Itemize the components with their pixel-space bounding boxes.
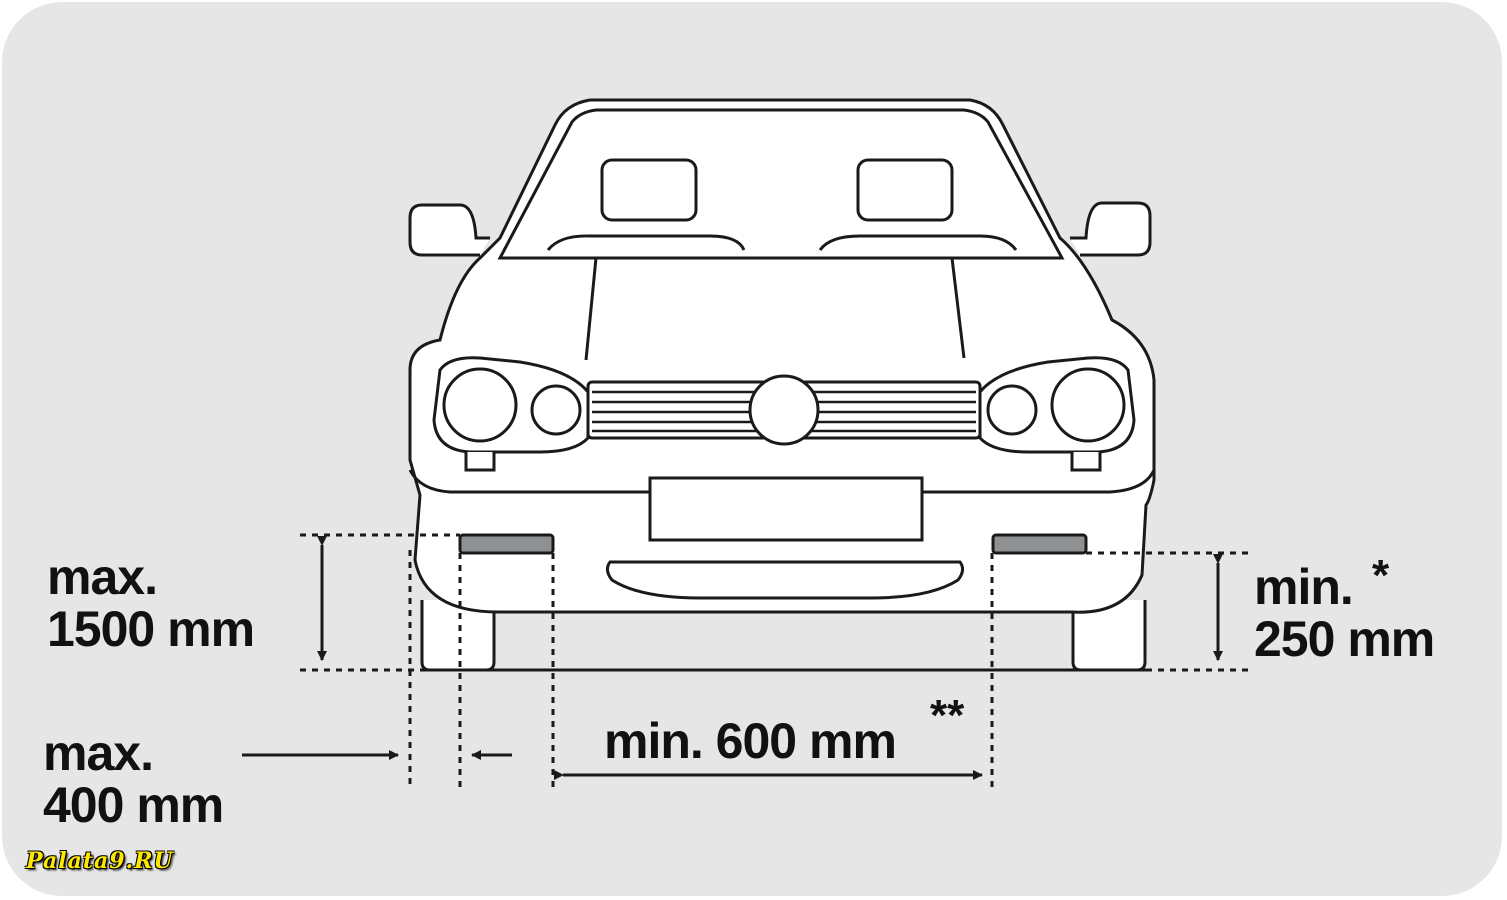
min-height-asterisk: * [1372, 551, 1390, 600]
max-height-label-line2: 1500 mm [47, 601, 255, 657]
left-headlight-small [530, 384, 582, 436]
dashed-guides [300, 533, 1248, 790]
right-headrest [856, 158, 954, 222]
right-seat [818, 234, 1018, 251]
min-height-label-line1: min. [1254, 559, 1354, 615]
max-height-label-line1: max. [47, 549, 158, 605]
right-reflector [991, 533, 1088, 555]
number-plate [648, 476, 924, 542]
max-edge-label-line2: 400 mm [43, 777, 224, 833]
min-spacing-label: min. 600 mm [604, 713, 897, 769]
left-mirror [408, 203, 490, 257]
left-headlight-main [442, 367, 518, 443]
right-mirror [1070, 201, 1152, 257]
brand-emblem [748, 374, 820, 446]
right-indicator [1070, 452, 1102, 472]
right-headlight-small [986, 384, 1038, 436]
max-edge-label-line1: max. [43, 725, 154, 781]
hood-crease-right [950, 257, 966, 359]
left-indicator [464, 452, 496, 472]
lower-air-intake [605, 560, 965, 600]
watermark: Palata9.RU [26, 848, 174, 874]
left-headrest [600, 158, 698, 222]
hood-crease-left [584, 257, 598, 361]
right-headlight-main [1050, 367, 1126, 443]
left-reflector [458, 533, 555, 555]
min-spacing-asterisks: ** [930, 691, 965, 740]
left-seat [546, 234, 746, 251]
min-height-label-line2: 250 mm [1254, 611, 1435, 667]
